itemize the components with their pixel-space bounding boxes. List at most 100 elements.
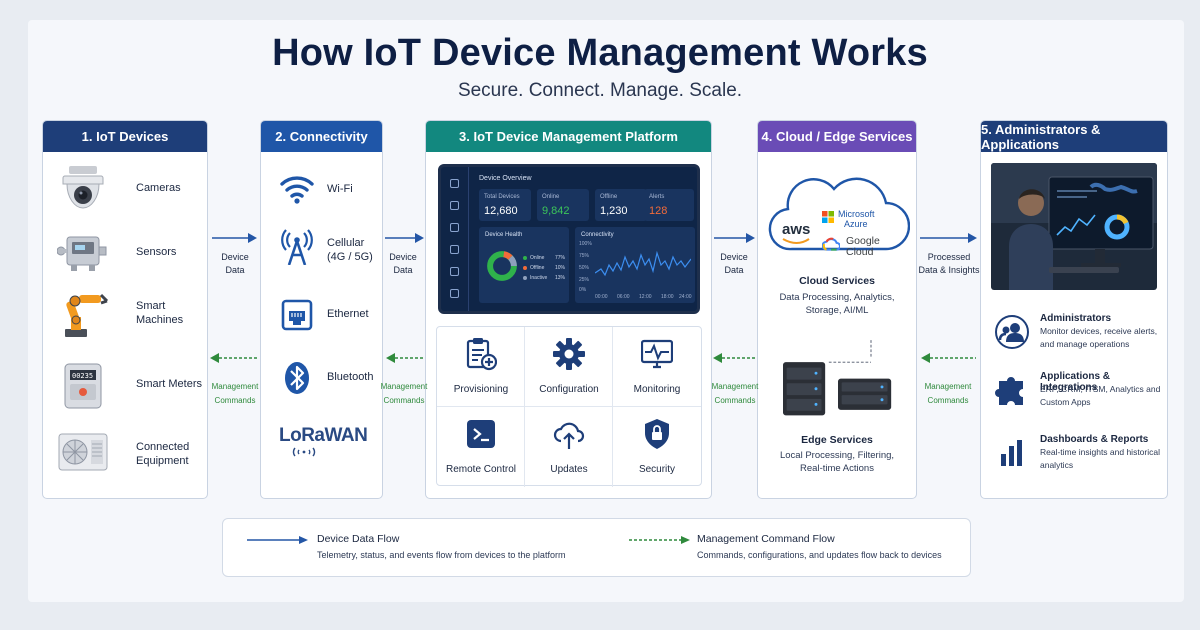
device-smart-machines: Smart Machines xyxy=(43,283,207,343)
cloud-edge-column: 4. Cloud / Edge Services aws Microsoft A… xyxy=(757,120,917,499)
dashboard-title: Device Overview xyxy=(479,175,532,182)
bluetooth-icon xyxy=(285,362,309,394)
legend-online-value: 77% xyxy=(555,255,566,261)
devices-icon xyxy=(450,201,459,210)
feature-security: Security xyxy=(613,407,701,487)
clipboard-add-icon xyxy=(466,338,497,371)
health-donut xyxy=(487,251,517,281)
connectivity-line xyxy=(595,250,691,277)
x-tick: 00:00 xyxy=(595,294,608,300)
monitor-pulse-icon xyxy=(641,339,673,369)
admin-item-title: Applications & Integrations xyxy=(1040,371,1111,393)
robot-arm-icon xyxy=(65,293,109,337)
flow-legend: Device Data Flow Telemetry, status, and … xyxy=(222,518,971,577)
sensor-icon xyxy=(57,236,107,271)
feature-updates: Updates xyxy=(525,407,613,487)
edge-services-desc: Real-time Actions xyxy=(800,463,874,474)
connectivity-wifi: Wi-Fi xyxy=(261,167,382,217)
feature-label: Monitoring xyxy=(633,384,681,395)
command-flow-arrow xyxy=(386,353,425,363)
legend-data-flow-desc: Telemetry, status, and events flow from … xyxy=(317,550,566,560)
feature-provisioning: Provisioning xyxy=(437,327,525,407)
aws-logo-text: aws xyxy=(782,221,811,238)
edge-services-desc: Local Processing, Filtering, xyxy=(779,450,895,461)
kpi-label: Total Devices xyxy=(484,194,520,200)
legend-command-flow-title: Management Command Flow xyxy=(697,533,835,545)
bar-chart-icon xyxy=(1001,440,1022,466)
command-flow-arrow xyxy=(210,353,257,363)
connectivity-ethernet: Ethernet xyxy=(261,293,382,343)
admin-item-title: Administrators xyxy=(1040,313,1112,324)
puzzle-icon xyxy=(995,377,1023,405)
feature-label: Remote Control xyxy=(445,464,517,475)
cloud-upload-icon xyxy=(553,422,585,449)
platform-column: 3. IoT Device Management Platform Device… xyxy=(425,120,712,499)
kpi-value: 1,230 xyxy=(600,205,628,217)
legend-online: Online xyxy=(523,255,544,261)
feature-monitoring: Monitoring xyxy=(613,327,701,407)
panel-title: Connectivity xyxy=(581,232,614,238)
edge-services-title: Edge Services xyxy=(801,434,873,446)
device-label: Sensors xyxy=(136,246,177,258)
shield-lock-icon xyxy=(645,419,669,449)
cloud-services-desc: Storage, AI/ML xyxy=(805,305,869,316)
connectivity-bluetooth: Bluetooth xyxy=(261,356,382,406)
legend-offline: Offline xyxy=(523,265,544,271)
signal-waves-icon xyxy=(292,447,316,457)
admin-dashboards: Dashboards & Reports Real-time insights … xyxy=(981,434,1167,484)
kpi-label: Offline xyxy=(600,194,618,200)
device-sensors: Sensors xyxy=(43,221,207,281)
data-flow-legend-arrow xyxy=(247,536,308,544)
kpi-value: 9,842 xyxy=(542,205,570,217)
y-tick: 0% xyxy=(579,287,587,293)
google-cloud-icon xyxy=(822,237,840,251)
dashboard-sidebar xyxy=(441,167,469,311)
data-flow-arrow xyxy=(714,233,755,243)
kpi-total-devices: Total Devices 12,680 xyxy=(479,189,531,221)
gear-icon xyxy=(553,338,585,370)
cloud-services-title: Cloud Services xyxy=(799,275,875,287)
page-title: How IoT Device Management Works xyxy=(272,32,928,74)
aws-smile-icon xyxy=(782,238,810,244)
command-flow-arrow xyxy=(713,353,756,363)
platform-features: Provisioning Configuration xyxy=(436,326,702,487)
tools-icon xyxy=(450,245,459,254)
device-label: Connected Equipment xyxy=(136,441,190,467)
y-tick: 50% xyxy=(579,265,590,271)
feature-label: Updates xyxy=(550,464,588,475)
azure-logo-line-2: Azure xyxy=(844,219,868,229)
device-smart-meters: 00235 Smart Meters xyxy=(43,356,207,416)
x-tick: 18:00 xyxy=(661,294,674,300)
device-health-panel: Device Health Online 77% Offline 10% Ina… xyxy=(479,227,569,303)
terminal-icon xyxy=(467,420,495,448)
admin-applications: Applications & Integrations ERP, CRM, IT… xyxy=(981,371,1167,421)
data-flow-arrow xyxy=(385,233,424,243)
admin-workstation-photo xyxy=(991,163,1157,290)
device-cameras: Cameras xyxy=(43,158,207,218)
y-tick: 100% xyxy=(579,241,592,247)
dashboard-screen: Device Overview Total Devices 12,680 Onl… xyxy=(438,164,700,314)
legend-data-flow-title: Device Data Flow xyxy=(317,533,400,545)
connectivity-panel: Connectivity 100% 75% 50% 25% 0% 00:00 0… xyxy=(575,227,695,303)
connectivity-label: Cellular (4G / 5G) xyxy=(327,237,373,263)
data-flow-arrow xyxy=(212,233,257,243)
panel-title: Device Health xyxy=(485,232,523,238)
device-connected-equipment: Connected Equipment xyxy=(43,422,207,482)
device-label: Smart Meters xyxy=(136,378,203,390)
feature-remote-control: Remote Control xyxy=(437,407,525,487)
connectivity-column: 2. Connectivity Wi-Fi Cellular (4G / 5G)… xyxy=(260,120,383,499)
lorawan-logo: LoRaWAN xyxy=(279,425,369,459)
platform-heading: 3. IoT Device Management Platform xyxy=(426,121,711,152)
kpi-online: Online 9,842 xyxy=(537,189,589,221)
wifi-icon xyxy=(280,176,314,204)
page-subtitle: Secure. Connect. Manage. Scale. xyxy=(457,80,743,101)
feature-label: Configuration xyxy=(539,384,599,395)
legend-command-flow-desc: Commands, configurations, and updates fl… xyxy=(697,550,942,560)
admins-heading: 5. Administrators & Applications xyxy=(981,121,1167,152)
